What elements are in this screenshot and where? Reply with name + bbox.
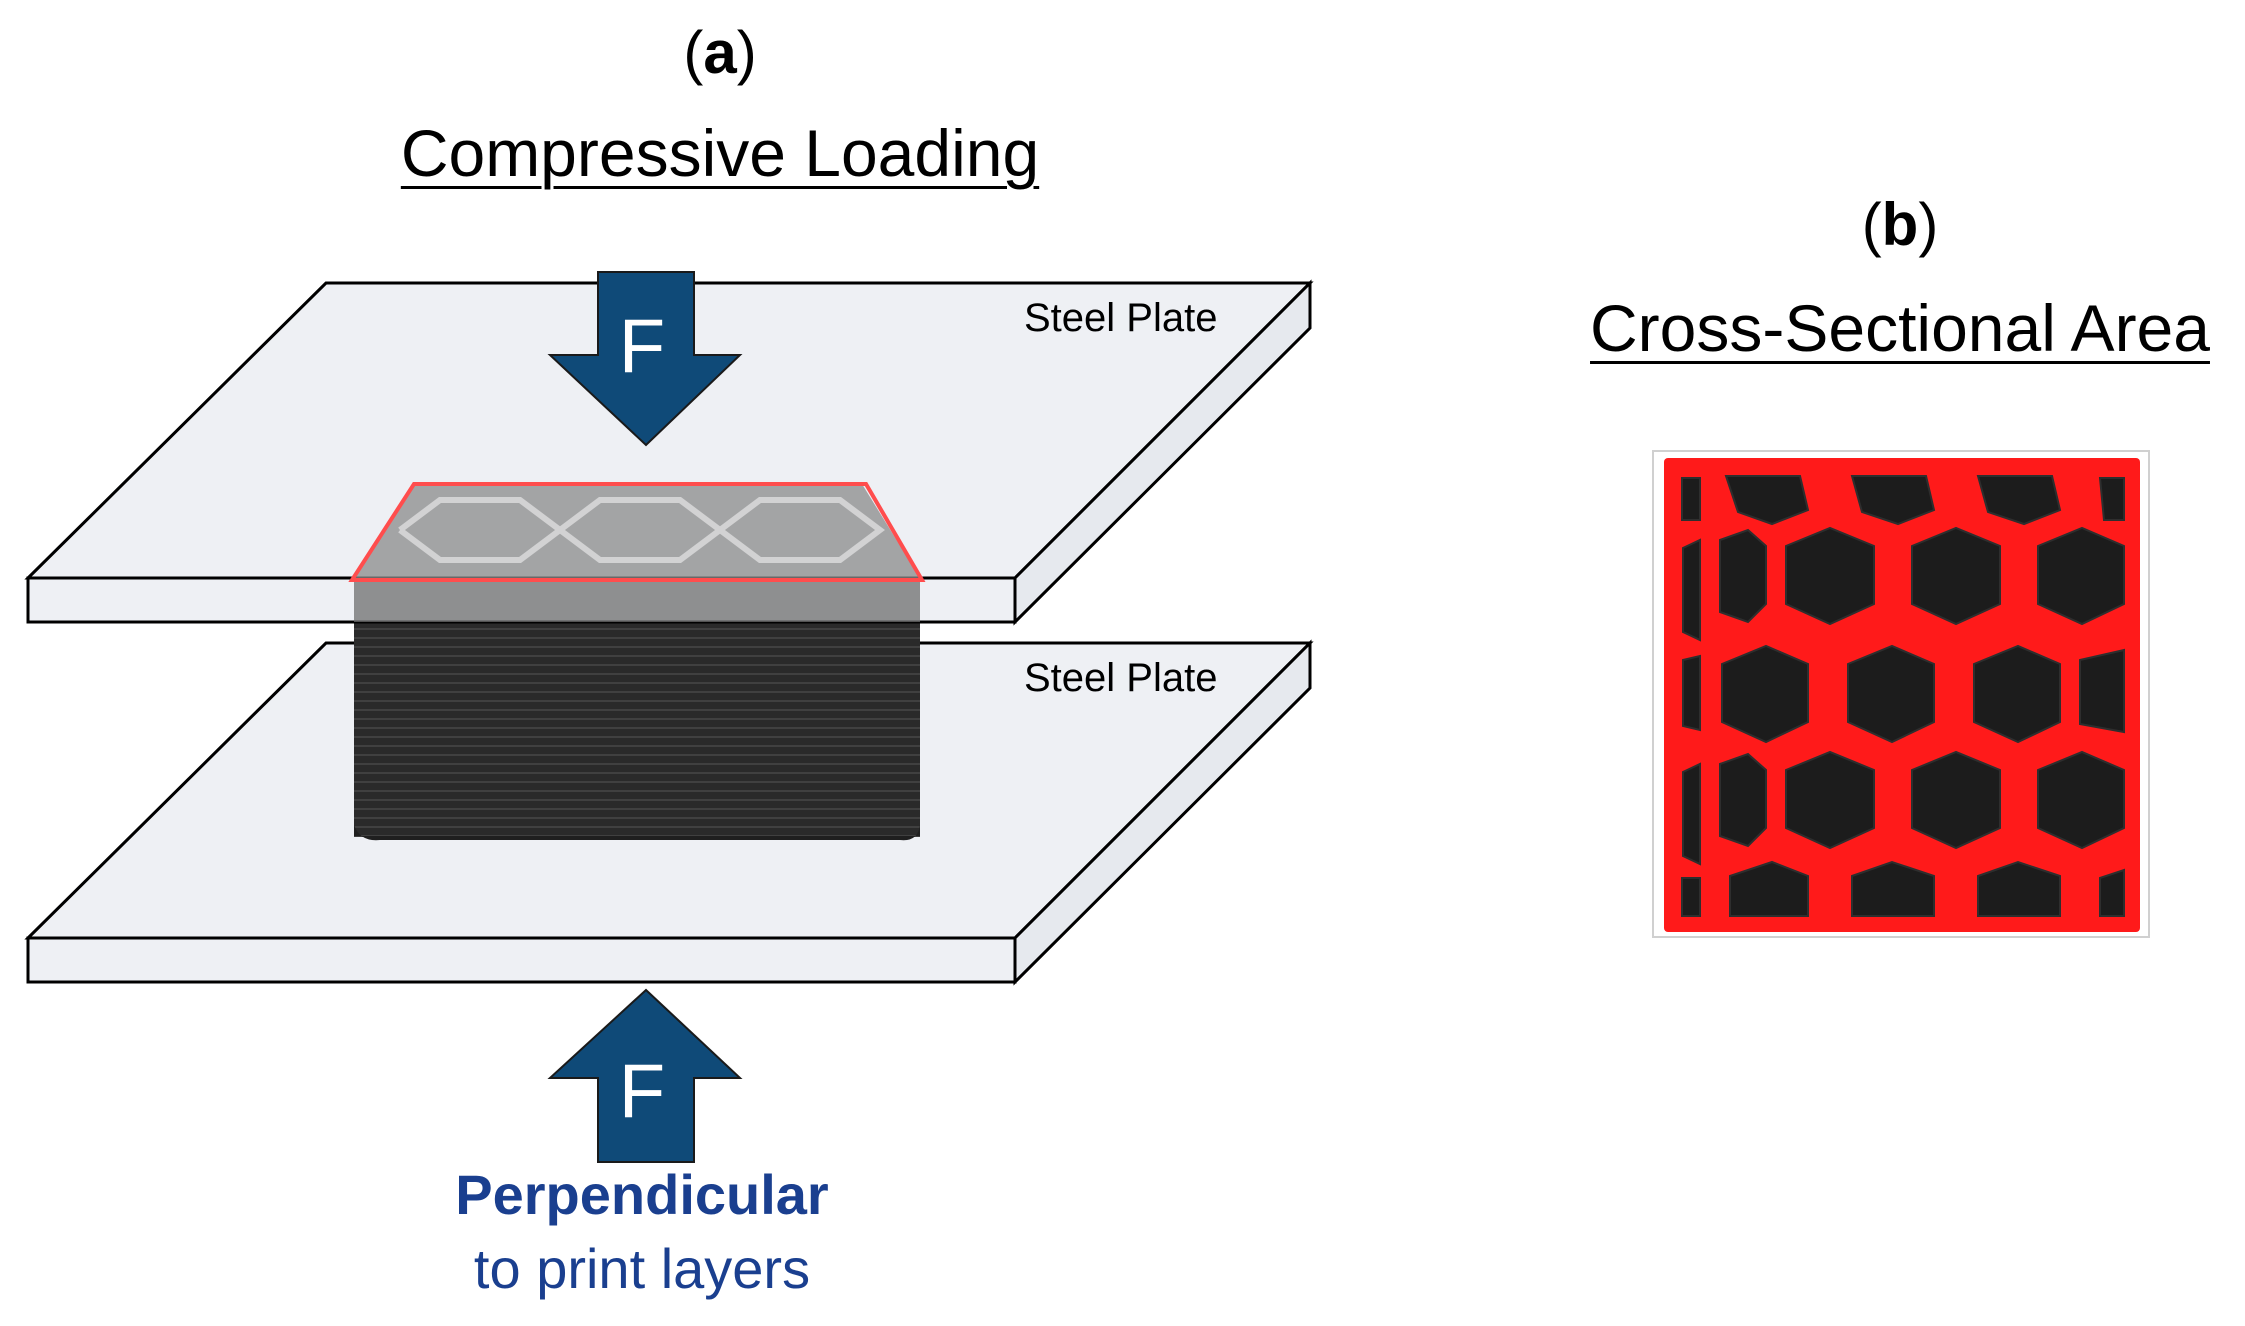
caption-to-print-layers: to print layers [473, 1237, 811, 1300]
bottom-plate-label: Steel Plate [1024, 656, 1218, 700]
panel-a-title: Compressive Loading [400, 116, 1040, 190]
specimen-top-section [354, 484, 920, 622]
panel-a-label: (a) [683, 19, 757, 86]
panel-b-letter: b [1881, 191, 1919, 258]
caption-perpendicular: Perpendicular [455, 1163, 829, 1226]
panel-a-letter: a [703, 19, 737, 86]
cross-section-image [1652, 450, 2150, 938]
top-face-highlight [348, 482, 926, 582]
top-force-arrow: F [547, 271, 743, 447]
top-plate-label: Steel Plate [1024, 296, 1218, 340]
panel-b-title: Cross-Sectional Area [1590, 291, 2210, 365]
panel-b-label: (b) [1861, 191, 1939, 258]
bottom-force-label: F [619, 1049, 665, 1134]
bottom-force-arrow: F [547, 988, 743, 1163]
top-force-label: F [619, 304, 665, 389]
